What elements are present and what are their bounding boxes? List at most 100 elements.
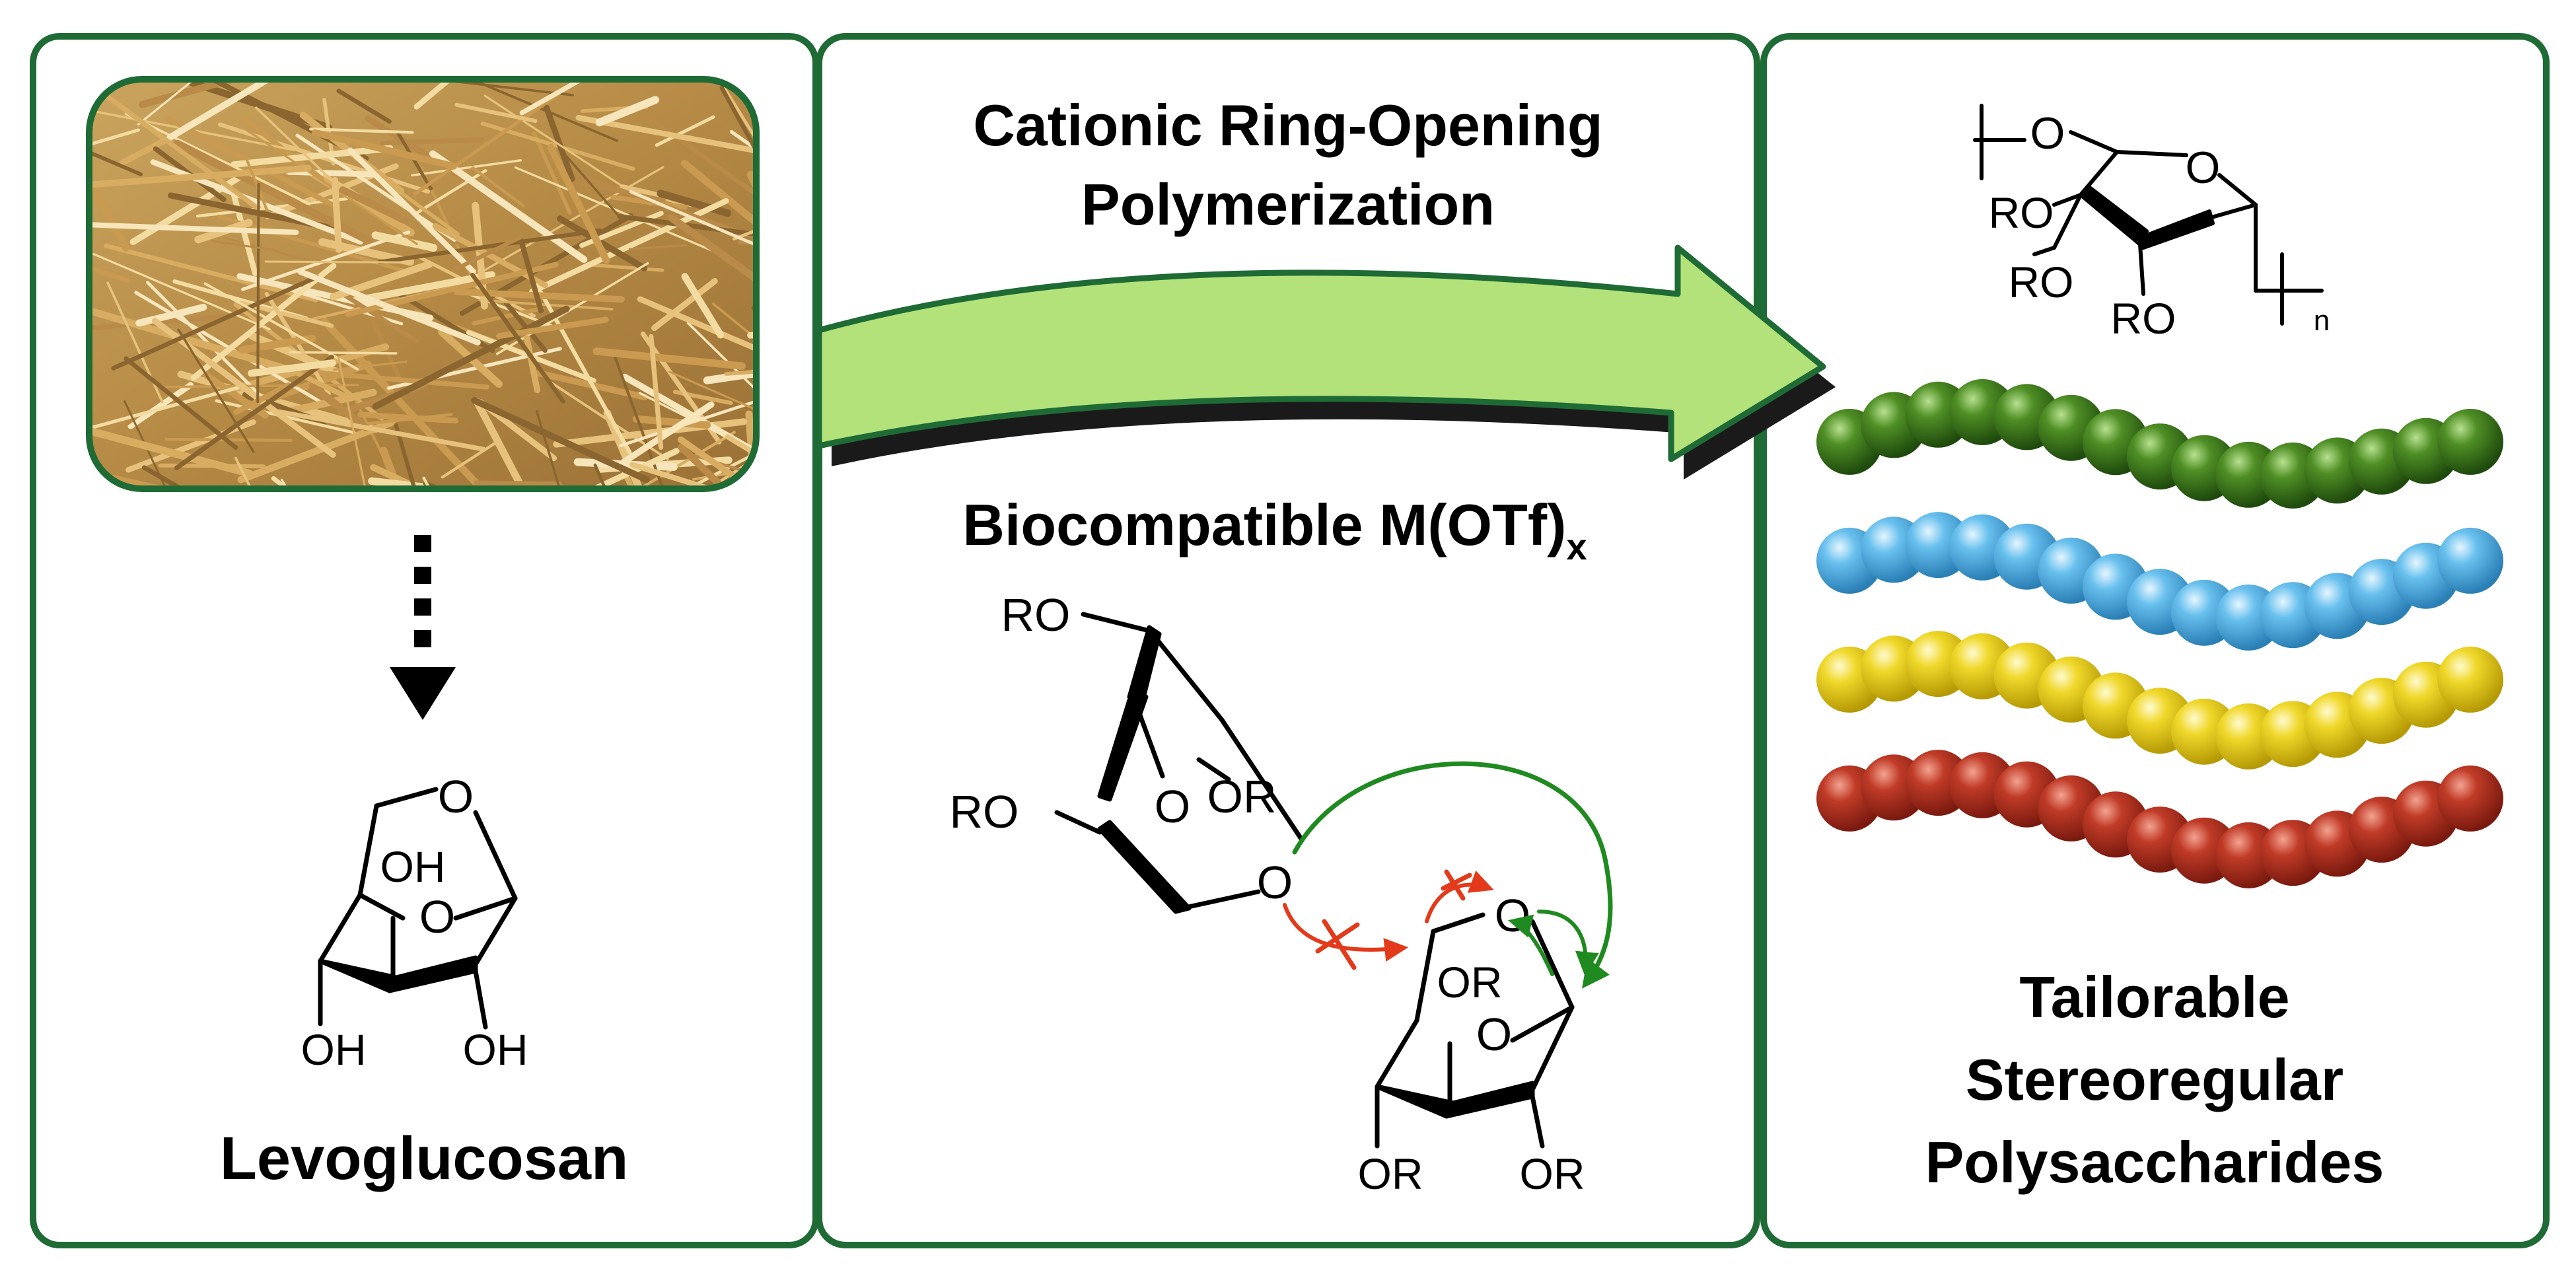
straw-strand — [483, 94, 651, 206]
straw-strand — [90, 222, 299, 235]
straw-strand — [238, 334, 316, 354]
straw-strand — [234, 456, 296, 489]
straw-strand — [276, 409, 486, 452]
straw-strand — [248, 359, 336, 377]
straw-strand — [119, 134, 174, 166]
straw-strand — [370, 464, 505, 489]
straw-strand — [230, 145, 394, 168]
straw-strand — [681, 273, 725, 339]
straw-strand — [724, 364, 756, 376]
straw-strand — [331, 176, 342, 253]
straw-strand — [151, 318, 336, 458]
straw-strand — [363, 303, 403, 383]
straw-strand — [174, 355, 334, 470]
straw-strand — [642, 112, 756, 209]
dashed-down-arrow — [390, 535, 456, 720]
straw-strand — [337, 356, 376, 489]
straw-strand — [471, 397, 650, 483]
crop-title-line2: Polymerization — [1081, 172, 1495, 237]
levo-oh-left: OH — [301, 1025, 367, 1074]
straw-strand — [380, 137, 485, 146]
straw-strand — [237, 418, 396, 483]
green-chain — [1816, 378, 2503, 509]
straw-strand — [413, 79, 520, 110]
straw-strand — [90, 312, 241, 331]
straw-strand — [556, 215, 648, 271]
yellow-chain — [1816, 631, 2503, 769]
straw-strand — [543, 104, 575, 182]
straw-strand — [233, 382, 291, 415]
polymer-repeat-structure — [1973, 104, 2324, 326]
straw-strand — [613, 401, 715, 470]
straw-strand — [297, 268, 481, 345]
straw-strand — [733, 213, 756, 241]
polymer-ro-2: RO — [2009, 258, 2074, 306]
monomer-or-right: OR — [1520, 1149, 1585, 1198]
straw-strand — [603, 409, 681, 489]
chain-bridge-oxygen: O — [1155, 781, 1190, 832]
chain-oxonium-oxygen: O — [1257, 857, 1293, 908]
polysaccharide-caption-line1: Tailorable — [2019, 964, 2289, 1030]
straw-strand — [90, 164, 312, 188]
straw-strand — [629, 462, 729, 489]
straw-strand — [628, 244, 687, 250]
straw-strand — [89, 260, 130, 283]
straw-strand — [332, 286, 419, 343]
straw-strand — [413, 92, 561, 196]
straw-strand — [347, 147, 477, 275]
straw-strand — [592, 347, 746, 370]
bead — [2437, 527, 2503, 594]
straw-strand — [351, 271, 495, 304]
straw-strand — [649, 334, 664, 450]
polymer-ro-3: RO — [2111, 294, 2176, 343]
straw-strand — [333, 361, 408, 371]
straw-strand — [667, 213, 756, 314]
straw-strand — [637, 296, 756, 356]
catalyst-label: Biocompatible M(OTf)x — [962, 492, 1587, 567]
straw-strand — [357, 411, 459, 424]
straw-strand — [308, 382, 370, 432]
monomer-or-left: OR — [1358, 1149, 1423, 1198]
straw-strand — [124, 112, 311, 205]
straw-strand — [309, 127, 414, 134]
straw-strand — [633, 415, 711, 429]
straw-strand — [211, 240, 277, 252]
levo-oh-right: OH — [463, 1025, 528, 1074]
straw-strand — [523, 335, 541, 394]
levoglucosan-caption: Levoglucosan — [220, 1125, 629, 1192]
straw-strand — [547, 143, 610, 264]
straw-strand — [453, 234, 523, 271]
straw-strand — [364, 79, 574, 96]
straw-strand — [379, 447, 429, 489]
straw-strand — [518, 236, 544, 314]
straw-strand — [135, 303, 207, 327]
monomer-or-top: OR — [1437, 958, 1503, 1007]
straw-strand — [719, 85, 756, 250]
straw-strand — [320, 318, 481, 488]
straw-strand — [137, 79, 297, 125]
straw-strand — [127, 382, 194, 429]
red-chain — [1816, 750, 2503, 888]
straw-strand — [711, 302, 756, 429]
straw-strand — [311, 129, 458, 170]
polymer-ring-oxygen: O — [2186, 143, 2221, 193]
levo-bridge-oxygen: O — [419, 891, 455, 943]
chain-ro-top: RO — [1001, 589, 1071, 641]
crop-title-line1: Cationic Ring-Opening — [973, 92, 1602, 158]
straw-strand — [111, 274, 320, 371]
straw-strand — [396, 131, 433, 191]
straw-strand — [471, 166, 525, 207]
reaction-arrow — [816, 244, 1836, 480]
straw-strand — [432, 223, 548, 289]
catalyst-subscript: x — [1567, 526, 1587, 567]
straw-strand — [244, 154, 269, 212]
straw-strand — [580, 181, 666, 203]
straw-strand — [102, 92, 260, 210]
straw-strand — [190, 262, 337, 381]
bead — [2437, 646, 2503, 713]
straw-strand — [89, 143, 143, 176]
straw-strand — [612, 353, 679, 489]
chain-or: OR — [1207, 771, 1277, 822]
straw-strand — [629, 190, 756, 254]
